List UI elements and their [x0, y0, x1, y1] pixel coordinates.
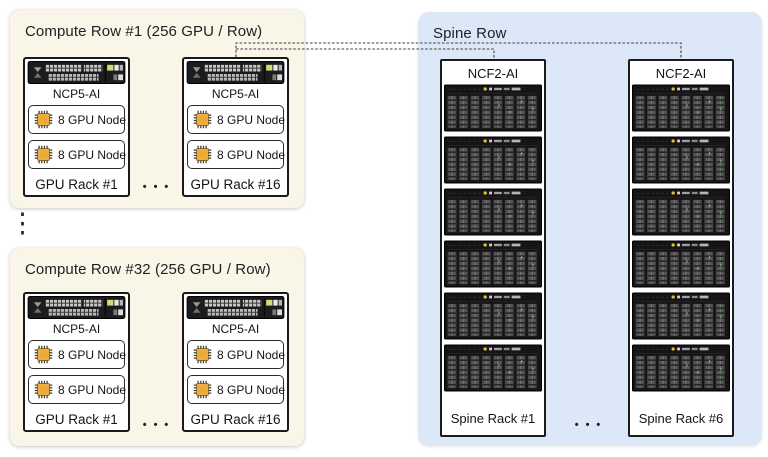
leaf-switch-image	[27, 296, 126, 319]
spine-rack-6: NCF2-AI Spine Rack #6	[628, 59, 734, 437]
spine-chassis-image	[444, 344, 542, 392]
gpu-node: 8 GPU Node	[28, 105, 127, 134]
gpu-node-label: 8 GPU Node	[58, 112, 127, 127]
gpu-node-label: 8 GPU Node	[217, 112, 286, 127]
gpu-node: 8 GPU Node	[187, 140, 286, 169]
spine-rack-ellipsis: •••	[574, 419, 608, 431]
spine-chassis-image	[632, 84, 730, 132]
rows-vertical-ellipsis: ⋮	[9, 208, 36, 238]
leaf-switch-image	[186, 61, 285, 84]
spine-rack-label: Spine Rack #6	[638, 411, 724, 426]
spine-chassis-image	[632, 292, 730, 340]
gpu-node: 8 GPU Node	[187, 105, 286, 134]
chip-icon	[193, 110, 212, 129]
compute-row-1-title: Compute Row #1 (256 GPU / Row)	[25, 23, 263, 40]
chassis-stack	[632, 84, 730, 392]
gpu-rack-label: GPU Rack #1	[35, 176, 118, 192]
gpu-node-label: 8 GPU Node	[58, 147, 127, 162]
spine-chassis-image	[444, 188, 542, 236]
gpu-node: 8 GPU Node	[28, 340, 127, 369]
spine-chassis-image	[444, 240, 542, 288]
spine-chassis-image	[444, 292, 542, 340]
rack-ellipsis: •••	[142, 419, 176, 431]
spine-row-title: Spine Row	[433, 25, 507, 42]
gpu-node: 8 GPU Node	[187, 375, 286, 404]
gpu-node-label: 8 GPU Node	[58, 382, 127, 397]
rack-ellipsis: •••	[142, 181, 176, 193]
gpu-rack-1: NCP5-AI 8 GPU Node 8 GPU Node GPU Rack #…	[23, 57, 130, 197]
spine-chassis-image	[632, 240, 730, 288]
compute-row-32: Compute Row #32 (256 GPU / Row) NCP5-AI …	[10, 248, 304, 446]
spine-chassis-image	[444, 136, 542, 184]
chip-icon	[193, 345, 212, 364]
leaf-switch-image	[27, 61, 126, 84]
spine-rack-label: Spine Rack #1	[450, 411, 536, 426]
chip-icon	[34, 345, 53, 364]
spine-chassis-image	[632, 136, 730, 184]
gpu-rack-16: NCP5-AI 8 GPU Node 8 GPU Node GPU Rack #…	[182, 57, 289, 197]
gpu-node-label: 8 GPU Node	[217, 382, 286, 397]
spine-chassis-image	[632, 188, 730, 236]
gpu-rack-label: GPU Rack #16	[190, 411, 281, 427]
gpu-rack-1: NCP5-AI 8 GPU Node 8 GPU Node GPU Rack #…	[23, 292, 130, 432]
switch-model-label: NCP5-AI	[52, 322, 101, 336]
chip-icon	[34, 145, 53, 164]
gpu-node: 8 GPU Node	[28, 140, 127, 169]
chassis-stack	[444, 84, 542, 392]
gpu-rack-16: NCP5-AI 8 GPU Node 8 GPU Node GPU Rack #…	[182, 292, 289, 432]
gpu-node: 8 GPU Node	[28, 375, 127, 404]
chip-icon	[34, 380, 53, 399]
switch-model-label: NCP5-AI	[52, 87, 101, 101]
chip-icon	[193, 380, 212, 399]
gpu-rack-label: GPU Rack #1	[35, 411, 118, 427]
switch-model-label: NCP5-AI	[211, 87, 260, 101]
spine-rack-1: NCF2-AI Spine Rack #1	[440, 59, 546, 437]
gpu-rack-label: GPU Rack #16	[190, 176, 281, 192]
compute-row-1: Compute Row #1 (256 GPU / Row) NCP5-AI 8…	[10, 10, 304, 208]
spine-row: Spine Row NCF2-AI Spine Rack #1 NCF2-AI …	[418, 12, 762, 446]
chip-icon	[34, 110, 53, 129]
spine-switch-model-label: NCF2-AI	[655, 66, 707, 81]
spine-chassis-image	[632, 344, 730, 392]
gpu-node: 8 GPU Node	[187, 340, 286, 369]
gpu-node-label: 8 GPU Node	[58, 347, 127, 362]
gpu-node-label: 8 GPU Node	[217, 147, 286, 162]
compute-row-32-title: Compute Row #32 (256 GPU / Row)	[25, 261, 271, 278]
spine-chassis-image	[444, 84, 542, 132]
gpu-node-label: 8 GPU Node	[217, 347, 286, 362]
chip-icon	[193, 145, 212, 164]
leaf-switch-image	[186, 296, 285, 319]
switch-model-label: NCP5-AI	[211, 322, 260, 336]
spine-switch-model-label: NCF2-AI	[467, 66, 519, 81]
